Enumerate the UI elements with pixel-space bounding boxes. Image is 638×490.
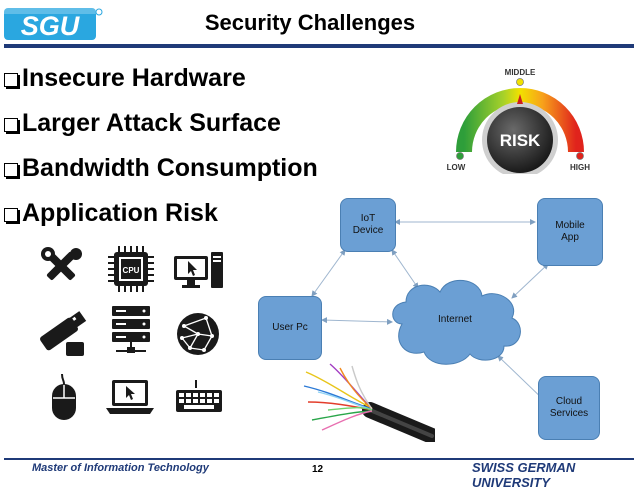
internet-label: Internet [438, 314, 472, 325]
checkbox-bullet-icon [4, 162, 18, 177]
mobile-app-label-line2: App [561, 232, 579, 243]
bullet-item: Bandwidth Consumption [4, 146, 318, 191]
hardware-icon-grid: CPU [28, 240, 233, 425]
gauge-high-label: HIGH [570, 163, 590, 172]
cloud-services-label-line2: Services [549, 408, 589, 419]
network-diagram: IoT Device Mobile App User Pc Internet C… [250, 192, 610, 442]
bullet-item: Insecure Hardware [4, 56, 318, 101]
cpu-icon: CPU [108, 246, 154, 292]
mouse-icon [52, 373, 76, 420]
gauge-low-label: LOW [447, 163, 466, 172]
mobile-app-node: Mobile App [537, 198, 603, 266]
page-number: 12 [312, 464, 324, 475]
slide-title: Security Challenges [204, 10, 416, 35]
risk-gauge: RISK MIDDLE LOW HIGH [440, 64, 600, 178]
gauge-center-label: RISK [500, 131, 541, 150]
network-globe-icon [177, 313, 219, 355]
fiber-cable-image [300, 362, 440, 444]
bullet-label: Bandwidth Consumption [22, 154, 318, 182]
computer-click-icon [174, 252, 223, 288]
iot-device-node: IoT Device [340, 198, 396, 252]
bullet-label: Application Risk [22, 199, 218, 227]
bullet-label: Larger Attack Surface [22, 109, 281, 137]
cloud-services-node: Cloud Services [538, 376, 600, 440]
header-divider [4, 44, 634, 48]
laptop-icon [106, 380, 154, 414]
user-pc-label: User Pc [272, 322, 308, 333]
checkbox-bullet-icon [4, 207, 18, 222]
mobile-app-label-line1: Mobile [555, 220, 585, 231]
gauge-middle-label: MIDDLE [505, 68, 536, 77]
internet-cloud [392, 279, 521, 365]
iot-device-label-line1: IoT [360, 213, 376, 224]
bullet-list: Insecure Hardware Larger Attack Surface … [4, 56, 318, 236]
iot-device-label-line2: Device [352, 225, 384, 236]
bullet-label: Insecure Hardware [22, 64, 246, 92]
svg-text:CPU: CPU [123, 266, 140, 275]
university-name: SWISS GERMAN UNIVERSITY [472, 460, 576, 490]
checkbox-bullet-icon [4, 72, 18, 87]
bullet-item: Application Risk [4, 191, 318, 236]
server-icon [112, 306, 150, 353]
cloud-services-label-line1: Cloud [555, 396, 583, 407]
sgu-logo: SGU [4, 6, 104, 42]
checkbox-bullet-icon [4, 117, 18, 132]
bullet-item: Larger Attack Surface [4, 101, 318, 146]
logo-text: SGU [21, 11, 81, 41]
footer-divider [4, 458, 634, 460]
tools-icon [41, 247, 82, 281]
usb-drive-icon [40, 311, 87, 356]
keyboard-icon [176, 380, 222, 412]
program-name: Master of Information Technology [32, 462, 209, 474]
user-pc-node: User Pc [258, 296, 322, 360]
